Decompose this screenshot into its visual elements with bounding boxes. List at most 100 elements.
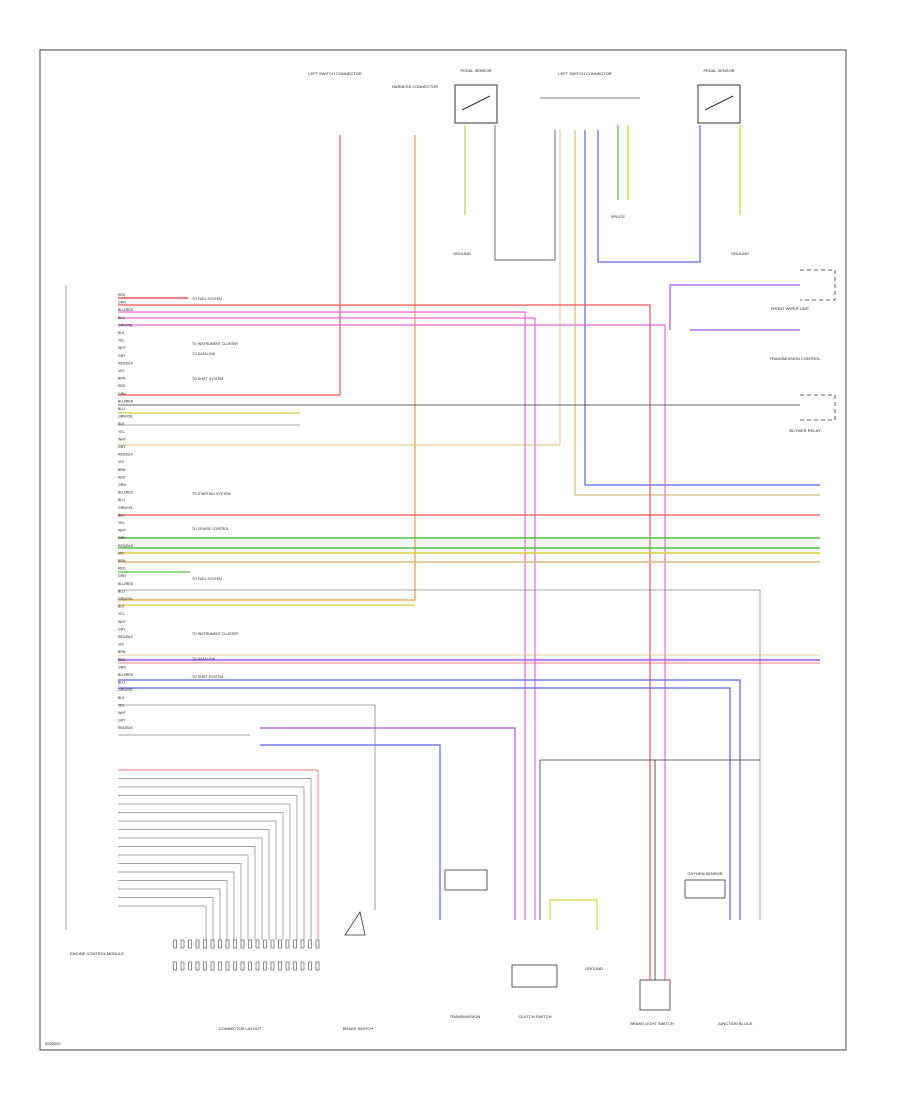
pin-label: BLU [118, 316, 125, 320]
connector-pin [315, 961, 320, 971]
pin-label: BLU/RED [118, 308, 134, 312]
wire-pink-13 [118, 311, 526, 920]
pin-label: BLU/RED [118, 582, 134, 586]
connector-pin [195, 961, 200, 971]
wire-tan-4 [118, 130, 561, 446]
connector-pin [225, 939, 230, 949]
wire-tan-5 [574, 130, 820, 496]
wire-gray-45 [118, 803, 291, 940]
connector-pin [180, 961, 185, 971]
pin-label: GRN [118, 301, 126, 305]
connector-pin [300, 961, 305, 971]
bottom-components: BRAKE SWITCH TRANSMISSION CLUTCH SWITCH … [343, 869, 753, 1031]
wire-blue-33 [118, 687, 731, 920]
pin-label: GRN [118, 483, 126, 487]
label-pedal-sensor-2: PEDAL SENSOR [704, 68, 735, 73]
pin-label: BRN [118, 377, 126, 381]
wire-gray-55 [118, 888, 221, 940]
label-ground-3: GROUND [585, 966, 603, 971]
wire-gray-47 [118, 820, 277, 940]
pin-label: GRN/YEL [118, 415, 133, 419]
pin-label: WHT [118, 437, 127, 441]
connector-pin [188, 939, 192, 949]
connector-pin [293, 939, 297, 949]
wire-gray-27 [118, 589, 761, 920]
pin-label: RED [118, 658, 126, 662]
wire-blue-7 [597, 125, 701, 263]
wire-black-38 [539, 759, 760, 920]
note-label: TO CRUISE CONTROL [192, 527, 229, 531]
label-clutch-switch: CLUTCH SWITCH [518, 1014, 551, 1019]
pin-label: BLK [118, 422, 125, 426]
note-label: TO INSTRUMENT CLUSTER [192, 632, 238, 636]
connector-pin [278, 939, 282, 949]
pin-label: RED [118, 384, 126, 388]
transmission-plug [444, 869, 488, 891]
wire-gray-48 [118, 829, 270, 940]
pin-label: RED/BLK [118, 635, 134, 639]
pedal-sensor-2-switch [704, 95, 734, 111]
pin-label: RED [118, 293, 126, 297]
connector-pin [285, 939, 290, 949]
label-oxygen-sensor: OXYGEN SENSOR [687, 871, 722, 876]
label-switch-splice: SPLICE [611, 214, 626, 219]
pin-label: RED/BLK [118, 361, 134, 365]
pedal-sensor-1-switch [461, 95, 491, 111]
wire-gray-49 [118, 837, 263, 940]
pin-label: YEL [118, 339, 125, 343]
connector-pin [315, 939, 320, 949]
pin-label: VIO [118, 460, 124, 464]
label-module: ENGINE CONTROL MODULE [70, 951, 124, 956]
label-transmission: TRANSMISSION [450, 1014, 481, 1019]
label-trans-control: TRANSMISSION CONTROL [769, 356, 821, 361]
pin-label: BRN [118, 468, 126, 472]
pin-label: RED [118, 475, 126, 479]
note-label: TO SHIFT SYSTEM [192, 377, 223, 381]
wire-gray-43 [118, 786, 305, 940]
label-ground-1: GROUND [453, 251, 471, 256]
wire-violet-35 [260, 727, 516, 920]
connector-layout [173, 939, 320, 971]
pin-label: WHT [118, 529, 127, 533]
pin-label: BLK [118, 696, 125, 700]
label-left-switch: LEFT SWITCH CONNECTOR [308, 71, 362, 76]
note-label: TO DATA LINK [192, 352, 216, 356]
connector-pin [225, 961, 230, 971]
pin-label: WHT [118, 711, 127, 715]
clutch-switch-box [511, 964, 558, 988]
pedal-sensor-1-box [454, 84, 498, 124]
wire-gray-3 [494, 125, 556, 261]
pin-label: GRY [118, 627, 126, 631]
connector-pin [278, 961, 282, 971]
pin-label: GRN [118, 392, 126, 396]
connector-pin [285, 961, 290, 971]
connector-pin [263, 939, 267, 949]
wire-gray-53 [118, 871, 235, 940]
note-label: TO STARTING SYSTEM [192, 492, 231, 496]
connector-pin [263, 961, 267, 971]
label-front-wiper: FRONT WIPER UNIT [771, 306, 810, 311]
wire-violet-16 [669, 284, 800, 330]
wire-gray-50 [118, 846, 256, 940]
wire-gray-57 [118, 905, 207, 940]
wire-gray-34 [118, 704, 376, 910]
wire-red-41 [118, 769, 319, 940]
pin-label: BLU/RED [118, 491, 134, 495]
pin-label: YEL [118, 612, 125, 616]
label-left-switch-2: LEFT SWITCH CONNECTOR [558, 71, 612, 76]
pedal-sensor-2-box [697, 84, 741, 124]
pin-label: GRY [118, 536, 126, 540]
pin-label: BLU/RED [118, 673, 134, 677]
connector-pin [173, 939, 177, 949]
connector-pin [195, 939, 200, 949]
connector-pin [270, 939, 275, 949]
pin-label: YEL [118, 521, 125, 525]
pin-label: BLU/RED [118, 399, 134, 403]
connector-pin [255, 939, 260, 949]
wire-gray-44 [118, 795, 298, 940]
wires [118, 125, 820, 980]
pin-label: GRN/YEL [118, 597, 133, 601]
pin-label: BLK [118, 513, 125, 517]
pin-label: GRN [118, 665, 126, 669]
